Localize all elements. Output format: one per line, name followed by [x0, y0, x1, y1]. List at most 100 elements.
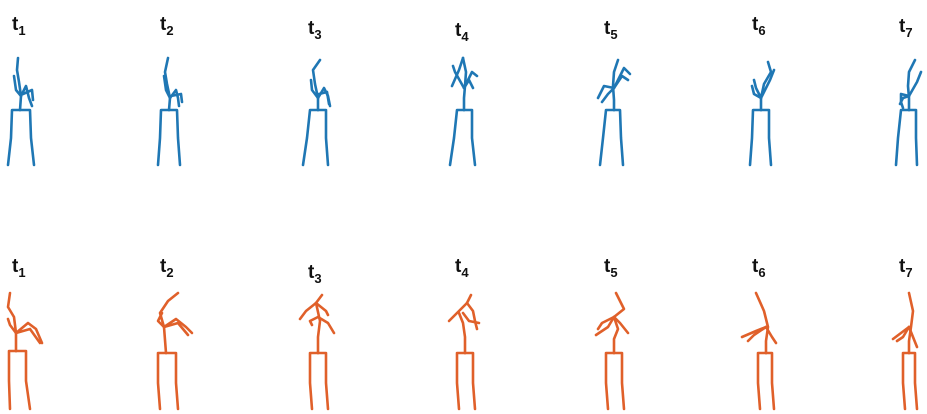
- frame-bottom-1: t1: [8, 256, 42, 409]
- skeleton-limb: [606, 353, 614, 409]
- skeleton-limb: [9, 351, 16, 409]
- frame-bottom-7: t7: [893, 256, 917, 409]
- skeleton-limb: [465, 353, 475, 409]
- frame-label-subscript: 5: [610, 265, 617, 280]
- frame-label-subscript: 2: [166, 265, 173, 280]
- pose-skeleton: [449, 295, 479, 409]
- frame-bottom-6: t6: [742, 256, 776, 409]
- frame-label: t6: [752, 256, 766, 280]
- skeleton-limb: [766, 353, 774, 409]
- pose-skeleton: [450, 58, 477, 165]
- pose-skeleton: [300, 295, 334, 409]
- skeleton-limb: [909, 110, 917, 165]
- frame-label: t5: [604, 18, 618, 42]
- skeleton-limb: [457, 353, 465, 409]
- pose-skeleton: [893, 293, 917, 409]
- frame-label: t1: [12, 14, 26, 38]
- skeleton-limb: [20, 110, 34, 165]
- frame-top-5: t5: [598, 18, 630, 165]
- skeleton-limb: [896, 110, 909, 165]
- pose-skeleton: [896, 60, 921, 165]
- frame-label: t7: [899, 16, 913, 40]
- frame-label: t5: [604, 256, 618, 280]
- pose-skeleton: [742, 293, 776, 409]
- skeleton-limb: [21, 86, 32, 106]
- skeleton-limb: [316, 303, 320, 353]
- frame-bottom-2: t2: [158, 256, 192, 409]
- skeleton-limb: [602, 88, 614, 102]
- pose-skeleton: [8, 58, 34, 165]
- skeleton-limb: [756, 293, 768, 353]
- skeleton-limb: [614, 110, 623, 165]
- skeleton-limb: [169, 110, 180, 165]
- skeleton-limb: [158, 353, 166, 409]
- skeleton-limb: [600, 110, 614, 165]
- skeleton-limb: [909, 293, 913, 353]
- skeleton-limb: [467, 303, 477, 329]
- frame-bottom-5: t5: [596, 256, 628, 409]
- frame-label: t2: [160, 256, 174, 280]
- frame-label-subscript: 2: [166, 23, 173, 38]
- skeleton-limb: [8, 110, 20, 165]
- skeleton-limb: [614, 353, 624, 409]
- pose-skeleton: [598, 60, 630, 165]
- pose-skeleton: [158, 58, 182, 165]
- frame-label-subscript: 6: [758, 23, 765, 38]
- frame-label: t7: [899, 256, 913, 280]
- skeleton-limb: [318, 353, 328, 409]
- pose-skeleton: [596, 293, 628, 409]
- frame-bottom-3: t3: [300, 262, 334, 409]
- skeleton-limb: [303, 110, 318, 165]
- skeleton-limb: [758, 353, 766, 409]
- frame-label-subscript: 7: [905, 25, 912, 40]
- skeleton-limb: [909, 353, 917, 409]
- pose-skeleton: [750, 62, 774, 165]
- pose-skeleton: [303, 60, 330, 165]
- frame-label-subscript: 3: [314, 271, 321, 286]
- frame-label-subscript: 5: [610, 27, 617, 42]
- skeleton-limb: [909, 72, 921, 96]
- skeleton-limb: [459, 313, 465, 353]
- frame-label: t4: [455, 256, 469, 280]
- frame-top-6: t6: [750, 14, 774, 165]
- skeleton-limb: [166, 353, 178, 409]
- frame-label: t3: [308, 262, 322, 286]
- frame-label-subscript: 1: [18, 23, 25, 38]
- skeleton-limb: [170, 90, 179, 106]
- frame-label-subscript: 4: [461, 265, 469, 280]
- frame-label: t1: [12, 256, 26, 280]
- skeleton-limb: [614, 317, 618, 353]
- frame-label-subscript: 3: [314, 27, 321, 42]
- skeleton-limb: [450, 110, 464, 165]
- skeleton-limb: [16, 351, 30, 409]
- skeleton-limb: [750, 110, 761, 165]
- skeleton-limb: [464, 110, 475, 165]
- skeleton-limb: [313, 60, 320, 110]
- frame-label: t6: [752, 14, 766, 38]
- pose-skeleton: [8, 293, 42, 409]
- frame-top-2: t2: [158, 14, 182, 165]
- frame-label-subscript: 1: [18, 265, 25, 280]
- frame-label-subscript: 7: [905, 265, 912, 280]
- skeleton-limb: [318, 110, 328, 165]
- skeleton-limb: [17, 58, 21, 110]
- frame-top-3: t3: [303, 18, 330, 165]
- frame-label-subscript: 6: [758, 265, 765, 280]
- frame-label: t4: [455, 20, 469, 44]
- skeleton-limb: [310, 353, 318, 409]
- skeleton-limb: [761, 110, 771, 165]
- skeleton-limb: [319, 92, 329, 104]
- frame-top-4: t4: [450, 20, 477, 165]
- skeleton-limb: [903, 353, 909, 409]
- pose-skeleton: [158, 293, 192, 409]
- frame-top-7: t7: [896, 16, 921, 165]
- frame-label: t3: [308, 18, 322, 42]
- skeleton-limb: [171, 94, 182, 102]
- frame-label: t2: [160, 14, 174, 38]
- frame-bottom-4: t4: [449, 256, 479, 409]
- skeleton-limb: [310, 317, 318, 325]
- skeleton-limb: [463, 313, 479, 323]
- frame-label-subscript: 4: [461, 29, 469, 44]
- frame-top-1: t1: [8, 14, 34, 165]
